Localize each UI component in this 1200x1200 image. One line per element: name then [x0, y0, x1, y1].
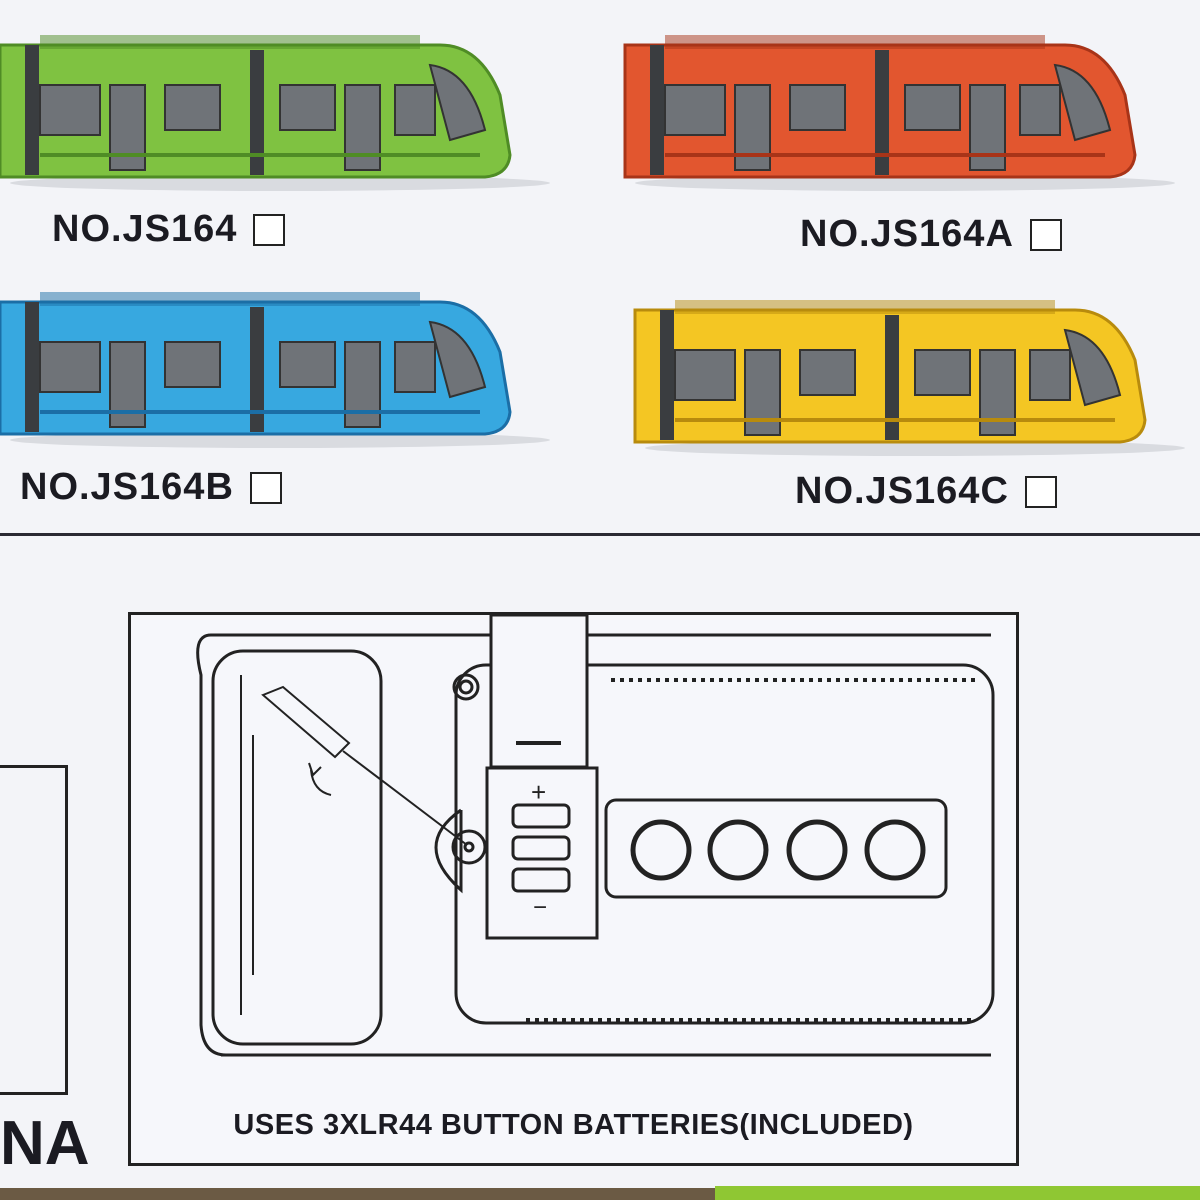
side-panel-box [0, 765, 68, 1095]
model-checkbox[interactable] [253, 213, 286, 246]
tram-window [279, 84, 336, 131]
tram-window [789, 84, 846, 131]
chassis-outline [454, 663, 995, 1025]
tram-window [979, 349, 1016, 436]
tram-window [394, 84, 436, 136]
screwdriver-icon [261, 685, 468, 846]
tram-window [914, 349, 971, 396]
tram-window [164, 341, 221, 388]
battery-cell [511, 803, 571, 829]
model-number: NO.JS164A [800, 213, 1014, 255]
tram-window [734, 84, 771, 171]
tram-image-blue [0, 272, 580, 457]
tram-window [39, 341, 101, 393]
battery-caption: USES 3XLR44 BUTTON BATTERIES(INCLUDED) [233, 1109, 914, 1141]
tram-window [164, 84, 221, 131]
screw-icon [451, 829, 487, 865]
model-checkbox[interactable] [249, 471, 282, 504]
model-label-js164b: NO.JS164B [20, 466, 282, 509]
tram-window [674, 349, 736, 401]
background-edge-green [715, 1186, 1200, 1200]
tram-end-outline [211, 649, 383, 1046]
model-label-js164: NO.JS164 [52, 208, 286, 251]
tram-window [344, 84, 381, 171]
minus-sign: − [533, 894, 547, 921]
tram-window [969, 84, 1006, 171]
tram-drawing [0, 35, 550, 191]
model-number: NO.JS164C [795, 470, 1009, 512]
tram-window [664, 84, 726, 136]
model-number: NO.JS164B [20, 466, 234, 508]
tram-image-orange [605, 15, 1200, 200]
tram-drawing [623, 35, 1175, 191]
tram-image-green [0, 15, 580, 200]
battery-cell [511, 835, 571, 861]
tram-window [109, 84, 146, 171]
background-edge [0, 1188, 715, 1200]
tram-drawing [633, 300, 1185, 456]
tram-window [744, 349, 781, 436]
model-label-js164c: NO.JS164C [795, 470, 1057, 513]
tram-window [394, 341, 436, 393]
tram-image-yellow [615, 280, 1200, 465]
battery-instruction-diagram: + − USES 3XLR44 BUTTON BATTERIES(INCLUDE… [128, 612, 1019, 1166]
screw-top [452, 673, 480, 701]
tram-window [39, 84, 101, 136]
model-checkbox[interactable] [1024, 475, 1057, 508]
model-number: NO.JS164 [52, 208, 238, 250]
tram-drawing [0, 292, 550, 448]
battery-compartment [485, 766, 599, 940]
tram-window [344, 341, 381, 428]
light-panel [604, 798, 948, 899]
tram-underside-drawing: + − [196, 615, 995, 1057]
section-divider [0, 533, 1200, 536]
side-text: NA [0, 1109, 90, 1178]
plus-sign: + [531, 777, 546, 807]
tram-window [109, 341, 146, 428]
battery-cell [511, 867, 571, 893]
tram-window [1029, 349, 1071, 401]
tram-window [279, 341, 336, 388]
tram-window [904, 84, 961, 131]
model-label-js164a: NO.JS164A [800, 213, 1062, 256]
tram-window [799, 349, 856, 396]
tram-window [1019, 84, 1061, 136]
model-checkbox[interactable] [1029, 218, 1062, 251]
